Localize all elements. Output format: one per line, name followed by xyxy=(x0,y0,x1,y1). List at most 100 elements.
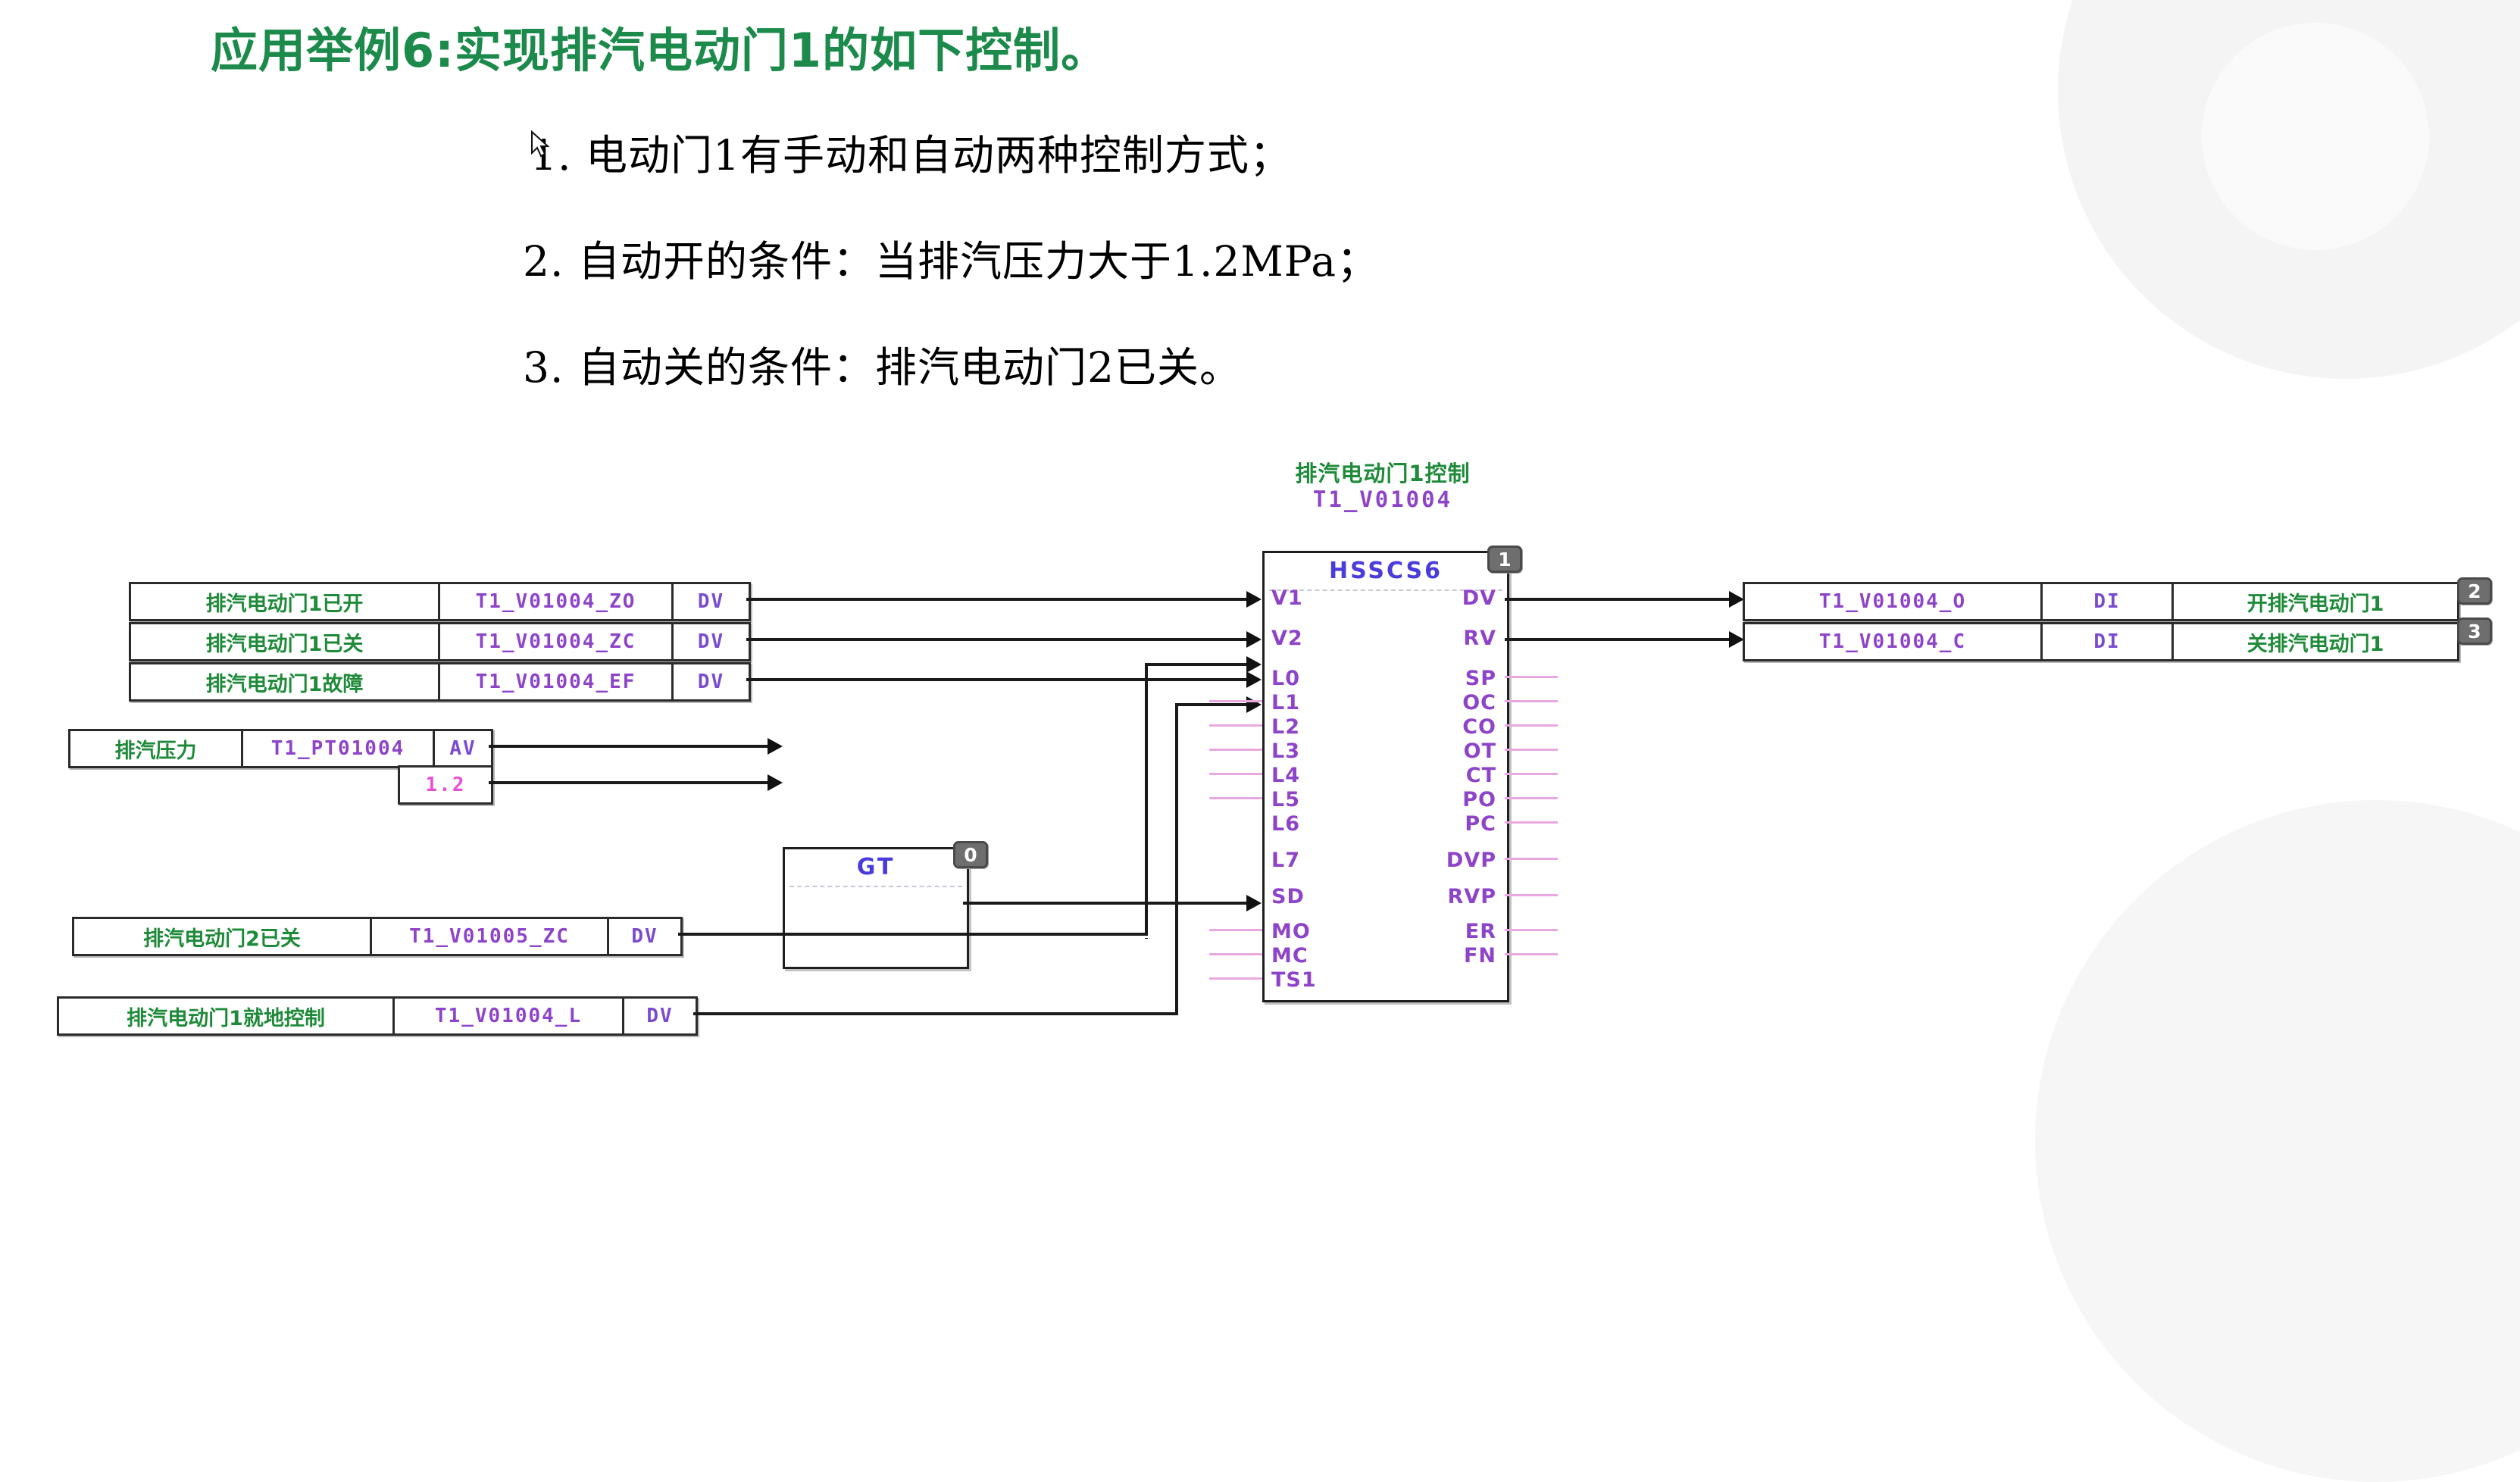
input-row-valve2-closed[interactable]: 排汽电动门2已关 T1_V01005_ZC DV xyxy=(72,917,683,956)
stub-l3 xyxy=(1209,749,1262,751)
stub-sp xyxy=(1505,676,1558,678)
pin-pc: PC xyxy=(1465,812,1496,836)
main-function-block[interactable]: HSSCS6 xyxy=(1262,551,1509,1002)
control-logic-diagram: 排汽电动门1已开 T1_V01004_ZO DV 排汽电动门1已关 T1_V01… xyxy=(0,447,2520,1164)
arrow-sd xyxy=(1246,696,1262,713)
input-description: 排汽电动门1已开 xyxy=(205,592,364,616)
pin-oc: OC xyxy=(1462,691,1496,714)
input-row-steam-pressure[interactable]: 排汽压力 T1_PT01004 AV xyxy=(68,729,493,768)
arrow-dv-out xyxy=(1729,591,1744,608)
output-badge-open: 2 xyxy=(2457,577,2492,605)
input-description: 排汽电动门1就地控制 xyxy=(127,1006,325,1030)
stub-l5 xyxy=(1209,797,1262,799)
input-row-valve1-open[interactable]: 排汽电动门1已开 T1_V01004_ZO DV xyxy=(129,582,751,621)
wire-l0 xyxy=(746,678,1246,681)
gt-comparator-block[interactable]: GT xyxy=(783,847,969,969)
wire-pressure-to-gt xyxy=(489,745,769,748)
pin-po: PO xyxy=(1462,788,1496,811)
slide-title: 应用举例6:实现排汽电动门1的如下控制。 xyxy=(211,23,1109,78)
stub-oc xyxy=(1505,700,1558,702)
pin-mo: MO xyxy=(1271,920,1311,943)
pin-l2: L2 xyxy=(1271,715,1300,739)
input-tag: T1_V01004_EF xyxy=(438,664,671,699)
input-type: DV xyxy=(671,664,749,699)
main-block-badge: 1 xyxy=(1487,546,1522,573)
pin-v1: V1 xyxy=(1271,586,1303,610)
input-type: DV xyxy=(622,999,696,1033)
stub-ot xyxy=(1505,749,1558,751)
wire-valve2-to-l7 xyxy=(1145,663,1246,666)
stub-l1 xyxy=(1209,700,1262,702)
mouse-cursor-icon xyxy=(531,130,550,158)
slide-bullet-1: 1. 电动门1有手动和自动两种控制方式； xyxy=(530,131,1292,180)
pin-l7: L7 xyxy=(1271,849,1300,872)
input-tag: T1_V01005_ZC xyxy=(370,919,607,954)
output-tag: T1_V01004_O xyxy=(1818,590,1967,613)
pin-l4: L4 xyxy=(1271,764,1300,787)
stub-fn xyxy=(1505,953,1558,955)
stub-dvp xyxy=(1505,858,1558,860)
input-description: 排汽电动门1故障 xyxy=(205,672,364,696)
constant-box-setpoint[interactable]: 1.2 xyxy=(398,765,493,805)
wire-v1 xyxy=(746,598,1246,601)
input-description: 排汽电动门2已关 xyxy=(143,927,301,951)
input-row-valve1-fault[interactable]: 排汽电动门1故障 T1_V01004_EF DV xyxy=(129,662,751,702)
arrow-rv-out xyxy=(1729,631,1744,648)
background-watermark-top xyxy=(2058,0,2520,379)
output-row-open-valve1[interactable]: T1_V01004_O DI 开排汽电动门1 xyxy=(1743,582,2459,621)
pin-dv: DV xyxy=(1462,586,1496,610)
arrow-l0 xyxy=(1246,671,1262,688)
input-tag: T1_V01004_ZO xyxy=(438,584,671,619)
pin-mc: MC xyxy=(1271,944,1308,968)
pin-l0: L0 xyxy=(1271,667,1300,690)
slide-bullet-3: 3. 自动关的条件：排汽电动门2已关。 xyxy=(523,343,1242,392)
stub-l4 xyxy=(1209,773,1262,775)
pin-l3: L3 xyxy=(1271,739,1300,763)
pin-l6: L6 xyxy=(1271,812,1300,836)
input-tag: T1_V01004_L xyxy=(392,999,622,1033)
pin-rv: RV xyxy=(1463,627,1496,650)
input-description: 排汽压力 xyxy=(114,739,197,763)
pin-rvp: RVP xyxy=(1447,885,1496,908)
output-tag: T1_V01004_C xyxy=(1818,630,1967,653)
pin-fn: FN xyxy=(1463,944,1496,968)
input-type: DV xyxy=(671,624,749,659)
wire-valve2-h xyxy=(678,933,1148,936)
gt-block-type-label: GT xyxy=(856,854,896,880)
pin-v2: V2 xyxy=(1271,627,1303,650)
background-watermark-accent xyxy=(2202,23,2429,250)
pin-ts1: TS1 xyxy=(1271,968,1317,992)
arrow-gt-in1 xyxy=(768,738,783,755)
output-type: DI xyxy=(2040,584,2171,619)
input-row-valve1-closed[interactable]: 排汽电动门1已关 T1_V01004_ZC DV xyxy=(129,622,751,661)
output-badge-close: 3 xyxy=(2457,618,2492,645)
stub-er xyxy=(1505,929,1558,931)
input-row-valve1-local[interactable]: 排汽电动门1就地控制 T1_V01004_L DV xyxy=(57,996,698,1036)
main-block-type-label: HSSCS6 xyxy=(1328,558,1443,584)
pin-dvp: DVP xyxy=(1446,849,1496,872)
input-type: AV xyxy=(433,731,491,766)
arrow-l6 xyxy=(1246,895,1262,911)
stub-l2 xyxy=(1209,724,1262,727)
output-row-close-valve1[interactable]: T1_V01004_C DI 关排汽电动门1 xyxy=(1743,622,2459,661)
wire-local-riser xyxy=(1175,703,1178,1015)
slide-bullet-2: 2. 自动开的条件：当排汽压力大于1.2MPa； xyxy=(523,237,1380,286)
wire-local-h xyxy=(693,1012,1178,1015)
wire-rv-out xyxy=(1505,638,1740,641)
input-description: 排汽电动门1已关 xyxy=(205,632,364,656)
stub-mo xyxy=(1209,929,1262,931)
input-tag: T1_V01004_ZC xyxy=(438,624,671,659)
wire-v2 xyxy=(746,638,1246,641)
arrow-gt-in2 xyxy=(768,774,783,791)
pin-ot: OT xyxy=(1463,739,1496,763)
pin-co: CO xyxy=(1462,715,1496,739)
input-type: DV xyxy=(671,584,749,619)
wire-dv-out xyxy=(1505,598,1740,601)
pin-sd: SD xyxy=(1271,885,1305,908)
pin-er: ER xyxy=(1465,920,1496,943)
arrow-l7 xyxy=(1246,656,1262,673)
wire-local-to-sd xyxy=(1175,703,1246,706)
output-description: 关排汽电动门1 xyxy=(2171,624,2457,659)
constant-value: 1.2 xyxy=(425,774,466,796)
wire-gt-to-l6 xyxy=(963,902,1246,905)
